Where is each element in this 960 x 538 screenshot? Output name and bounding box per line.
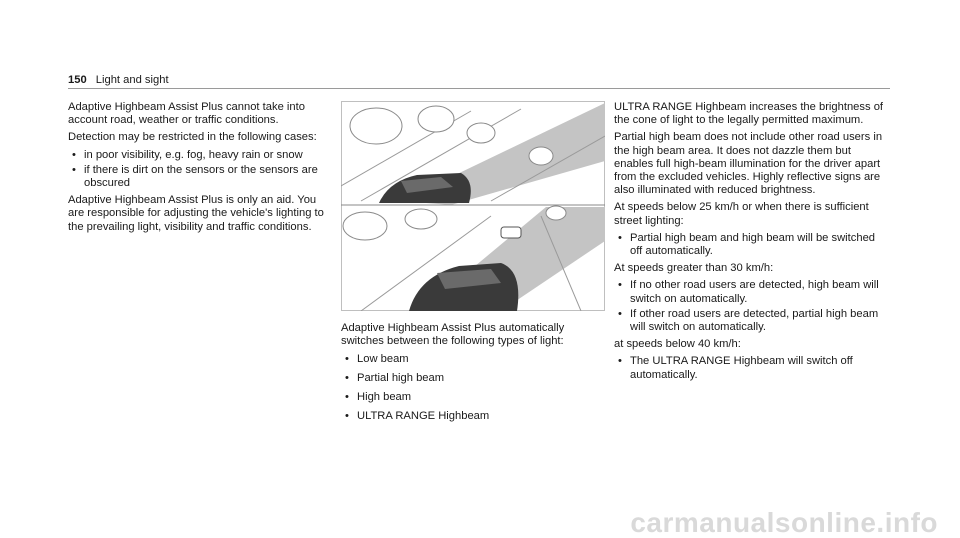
bullet-icon: •: [345, 391, 349, 404]
page-number: 150: [68, 74, 87, 86]
highbeam-illustration: [341, 101, 605, 311]
low-speed-list: • Partial high beam and high beam will be…: [614, 232, 890, 258]
right-column: ULTRA RANGE Highbeam increases the brigh…: [614, 101, 890, 386]
section-title: Light and sight: [95, 74, 169, 86]
detection-paragraph: Detection may be restricted in the follo…: [68, 131, 317, 144]
watermark: carmanualsonline.info: [630, 506, 938, 538]
list-item-text: in poor visibility, e.g. fog, heavy rain…: [84, 148, 303, 161]
list-item: • if there is dirt on the sensors or the …: [68, 164, 326, 190]
bullet-icon: •: [72, 148, 76, 161]
list-item-text: Partial high beam and high beam will be …: [630, 231, 876, 258]
bottom-panel: [342, 205, 605, 311]
aid-paragraph: Adaptive Highbeam Assist Plus is only an…: [68, 194, 324, 233]
intro-paragraph: Adaptive Highbeam Assist Plus cannot tak…: [68, 101, 305, 127]
illustration-svg: [341, 101, 605, 311]
list-item-text: If other road users are detected, partia…: [630, 307, 879, 334]
bullet-icon: •: [345, 353, 349, 366]
bullet-icon: •: [618, 279, 622, 292]
list-item: • If other road users are detected, parti…: [614, 308, 890, 334]
list-item-text: If no other road users are detected, hig…: [630, 279, 879, 305]
bullet-icon: •: [72, 163, 76, 176]
ultra-range-paragraph: ULTRA RANGE Highbeam increases the brigh…: [614, 101, 884, 127]
bullet-icon: •: [345, 410, 349, 423]
left-column: Adaptive Highbeam Assist Plus cannot tak…: [68, 101, 326, 238]
detection-list: • in poor visibility, e.g. fog, heavy rai…: [68, 149, 326, 191]
bullet-icon: •: [345, 372, 349, 385]
below-40-paragraph: at speeds below 40 km/h:: [614, 338, 741, 351]
high-speed-list: • If no other road users are detected, hi…: [614, 279, 890, 334]
light-types-list: •Low beam •Partial high beam •High beam …: [341, 353, 605, 423]
figure-caption: Adaptive Highbeam Assist Plus automatica…: [341, 322, 565, 348]
list-item: • Partial high beam and high beam will be…: [614, 232, 890, 258]
bullet-icon: •: [618, 231, 622, 244]
list-item-text: if there is dirt on the sensors or the s…: [84, 163, 318, 190]
list-item: • ULTRA RANGE Highbeam: [341, 410, 605, 423]
header-rule: [68, 88, 890, 89]
bullet-icon: •: [618, 355, 622, 368]
list-item-text: Low beam: [357, 353, 409, 366]
list-item: • If no other road users are detected, hi…: [614, 279, 890, 305]
list-item-text: High beam: [357, 391, 412, 404]
list-item: • Low beam: [341, 353, 605, 366]
list-item: • in poor visibility, e.g. fog, heavy rai…: [68, 149, 326, 162]
below-40-list: • The ULTRA RANGE Highbeam will switch of…: [614, 355, 890, 381]
partial-high-beam-paragraph: Partial high beam does not include other…: [614, 131, 883, 197]
list-item: • The ULTRA RANGE Highbeam will switch of…: [614, 355, 890, 381]
low-speed-paragraph: At speeds below 25 km/h or when there is…: [614, 201, 869, 227]
list-item: • High beam: [341, 391, 605, 404]
illustration-caption-block: Adaptive Highbeam Assist Plus automatica…: [341, 322, 605, 429]
page-header: 150 Light and sight: [68, 74, 169, 87]
list-item-text: ULTRA RANGE Highbeam: [357, 410, 490, 423]
high-speed-paragraph: At speeds greater than 30 km/h:: [614, 262, 774, 275]
list-item: • Partial high beam: [341, 372, 605, 385]
top-panel: [341, 103, 605, 205]
bullet-icon: •: [618, 307, 622, 320]
list-item-text: The ULTRA RANGE Highbeam will switch off…: [630, 355, 853, 381]
list-item-text: Partial high beam: [357, 372, 445, 385]
